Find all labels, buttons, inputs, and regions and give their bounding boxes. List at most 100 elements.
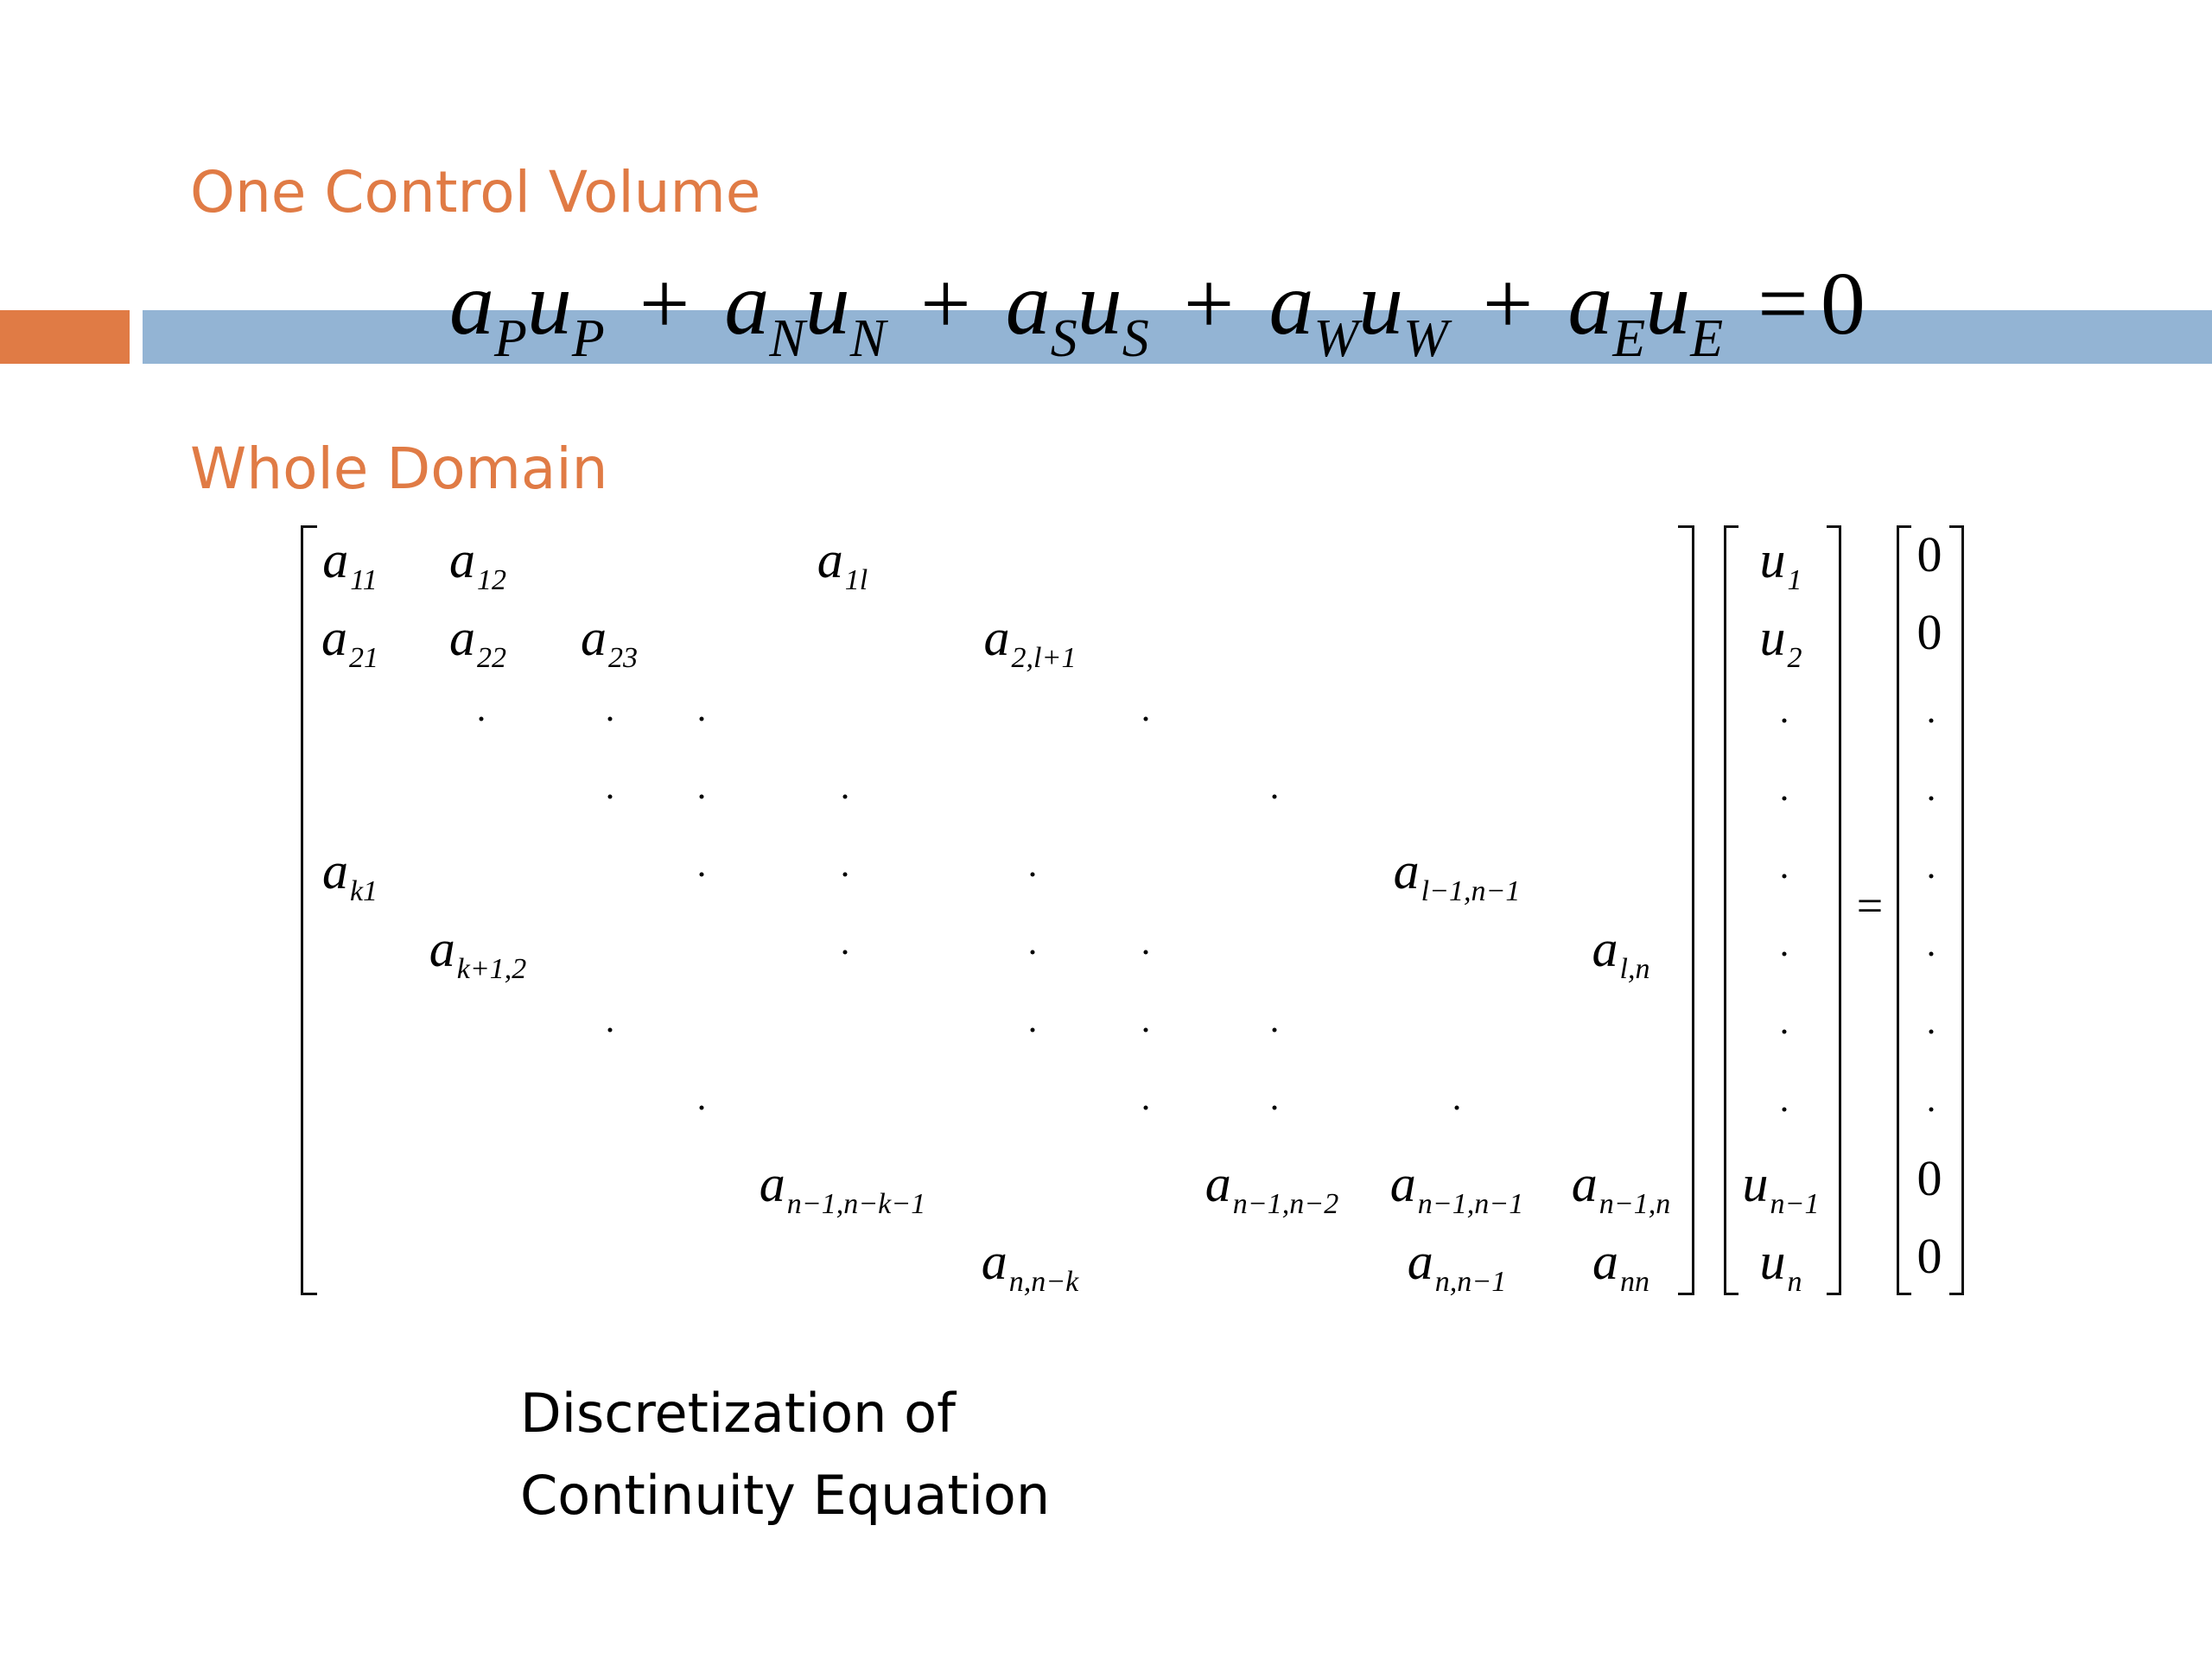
ellipsis-dot — [842, 872, 848, 877]
unknown-entry: u2 — [1759, 609, 1802, 674]
matrix-entry: al−1,n−1 — [1393, 842, 1521, 907]
plus-sign: + — [1482, 254, 1534, 353]
ellipsis-dot — [479, 716, 484, 721]
rhs-vector-left-bracket — [1897, 525, 1911, 1295]
matrix-entry: ann — [1592, 1233, 1649, 1298]
matrix-entry: an−1,n−2 — [1205, 1155, 1339, 1220]
term-p-var-sub: P — [571, 309, 605, 368]
matrix-entry: an−1,n−1 — [1389, 1155, 1524, 1220]
matrix-entry: ak+1,2 — [429, 920, 527, 985]
ellipsis-dot — [699, 716, 704, 721]
ellipsis-dot — [1143, 716, 1148, 721]
heading-whole-domain: Whole Domain — [190, 435, 608, 502]
equals-sign: = — [1758, 254, 1808, 353]
matrix-entry: an−1,n — [1571, 1155, 1671, 1220]
ellipsis-dot — [1143, 950, 1148, 955]
term-e-coef-sub: E — [1612, 309, 1646, 368]
term-w-var: u — [1358, 254, 1404, 353]
equation-rhs: 0 — [1820, 254, 1866, 353]
ellipsis-dot — [1782, 1107, 1787, 1112]
ellipsis-dot — [1143, 1027, 1148, 1033]
term-e-var-sub: E — [1690, 309, 1724, 368]
matrix-entry: ak1 — [321, 842, 378, 907]
ellipsis-dot — [607, 794, 613, 799]
heading-one-control-volume: One Control Volume — [190, 159, 761, 226]
caption: Discretization of Continuity Equation — [520, 1372, 1050, 1536]
ellipsis-dot — [1030, 950, 1035, 955]
ellipsis-dot — [1782, 951, 1787, 957]
caption-line-1: Discretization of — [520, 1382, 956, 1445]
matrix-entry: an−1,n−k−1 — [759, 1155, 926, 1220]
ellipsis-dot — [1782, 1029, 1787, 1034]
matrix-entry: a21 — [321, 609, 378, 674]
ellipsis-dot — [1782, 718, 1787, 723]
term-s-coef: a — [1005, 254, 1051, 353]
term-s-var: u — [1077, 254, 1122, 353]
ellipsis-dot — [1030, 1027, 1035, 1033]
ellipsis-dot — [842, 794, 848, 799]
accent-bar-orange — [0, 310, 130, 364]
plus-sign: + — [920, 254, 971, 353]
term-n-coef-sub: N — [769, 309, 805, 368]
term-w-coef-sub: W — [1313, 309, 1359, 368]
ellipsis-dot — [1782, 796, 1787, 801]
plus-sign: + — [1183, 254, 1235, 353]
term-s-coef-sub: S — [1050, 309, 1077, 368]
ellipsis-dot — [607, 716, 613, 721]
matrix-entry: a23 — [581, 609, 638, 674]
matrix-entry: a11 — [322, 531, 378, 596]
ellipsis-dot — [607, 1027, 613, 1033]
ellipsis-dot — [1782, 874, 1787, 879]
rhs-entry: 0 — [1916, 604, 1942, 660]
rhs-entry: 0 — [1916, 1228, 1942, 1284]
term-s-var-sub: S — [1122, 309, 1149, 368]
coefficient-matrix-right-bracket — [1678, 525, 1694, 1295]
ellipsis-dot — [1929, 796, 1934, 801]
ellipsis-dot — [1272, 794, 1277, 799]
ellipsis-dot — [699, 1105, 704, 1110]
term-p-coef: a — [449, 254, 494, 353]
ellipsis-dot — [1272, 1027, 1277, 1033]
ellipsis-dot — [1929, 874, 1934, 879]
unknown-entry: u1 — [1759, 531, 1802, 596]
ellipsis-dot — [1272, 1105, 1277, 1110]
term-w-var-sub: W — [1403, 309, 1448, 368]
term-w-coef: a — [1268, 254, 1314, 353]
term-n-coef: a — [724, 254, 770, 353]
matrix-entry: al,n — [1592, 920, 1650, 985]
unknown-entry: un−1 — [1742, 1155, 1820, 1220]
term-n-var: u — [804, 254, 850, 353]
ellipsis-dot — [1030, 872, 1035, 877]
ellipsis-dot — [699, 794, 704, 799]
matrix-entry: a1l — [817, 531, 868, 596]
ellipsis-dot — [1929, 718, 1934, 723]
term-p-var: u — [526, 254, 572, 353]
matrix-entry: a2,l+1 — [983, 609, 1077, 674]
term-e-coef: a — [1567, 254, 1613, 353]
term-e-var: u — [1645, 254, 1691, 353]
accent-bar-blue — [143, 310, 2212, 364]
matrix-entry: a12 — [449, 531, 506, 596]
caption-line-2: Continuity Equation — [520, 1464, 1051, 1527]
plus-sign: + — [639, 254, 690, 353]
matrix-entry: an,n−1 — [1407, 1233, 1507, 1298]
rhs-entry: 0 — [1916, 1150, 1942, 1206]
unknown-vector-left-bracket — [1724, 525, 1738, 1295]
ellipsis-dot — [1929, 951, 1934, 957]
ellipsis-dot — [1929, 1107, 1934, 1112]
ellipsis-dot — [1143, 1105, 1148, 1110]
unknown-entry: un — [1759, 1233, 1802, 1298]
ellipsis-dot — [699, 872, 704, 877]
ellipsis-dot — [1454, 1105, 1459, 1110]
matrix-equals-sign: = — [1856, 880, 1884, 931]
coefficient-matrix-left-bracket — [301, 525, 317, 1295]
matrix-entry: a22 — [449, 609, 506, 674]
ellipsis-dot — [1929, 1029, 1934, 1034]
ellipsis-dot — [842, 950, 848, 955]
control-volume-equation: aPuP + aNuN + aSuS + aWuW + aEuE =0 — [449, 259, 1866, 366]
rhs-vector-right-bracket — [1949, 525, 1964, 1295]
term-n-var-sub: N — [849, 309, 887, 368]
term-p-coef-sub: P — [494, 309, 527, 368]
rhs-entry: 0 — [1916, 526, 1942, 582]
